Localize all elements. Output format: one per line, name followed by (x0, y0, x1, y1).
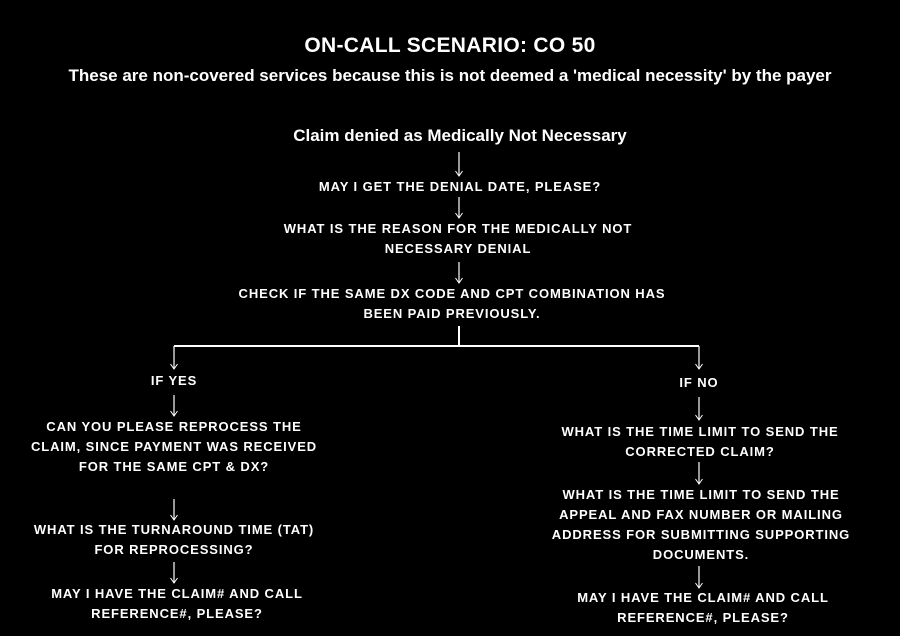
step-no-corrected-claim-limit: WHAT IS THE TIME LIMIT TO SEND THE CORRE… (561, 424, 839, 459)
step-yes-claim-reference: MAY I HAVE THE CLAIM# AND CALL REFERENCE… (51, 586, 303, 621)
branch-label-if-yes: IF YES (150, 373, 198, 388)
step-check-paid-previously: CHECK IF THE SAME DX CODE AND CPT COMBIN… (238, 286, 666, 321)
subtitle: These are non-covered services because t… (68, 66, 832, 85)
step-denial-reason: WHAT IS THE REASON FOR THE MEDICALLY NOT… (283, 221, 633, 256)
step-no-claim-reference: MAY I HAVE THE CLAIM# AND CALL REFERENCE… (577, 590, 829, 625)
branch-label-if-no: IF NO (679, 375, 719, 390)
step-yes-reprocess: CAN YOU PLEASE REPROCESS THE CLAIM, SINC… (30, 419, 318, 474)
step-no-appeal-limit: WHAT IS THE TIME LIMIT TO SEND THE APPEA… (551, 487, 851, 562)
page-title: ON-CALL SCENARIO: CO 50 (304, 34, 596, 57)
claim-denied-heading: Claim denied as Medically Not Necessary (293, 126, 627, 145)
step-yes-turnaround-time: WHAT IS THE TURNAROUND TIME (TAT) FOR RE… (33, 522, 315, 557)
step-denial-date: MAY I GET THE DENIAL DATE, PLEASE? (318, 179, 602, 194)
